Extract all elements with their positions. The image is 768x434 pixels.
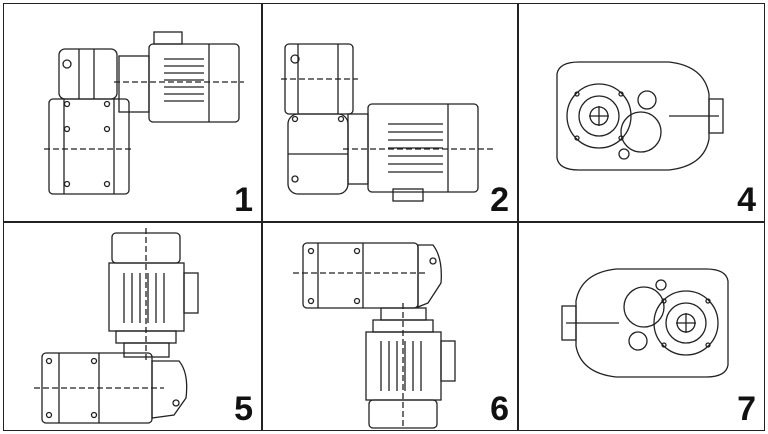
panel-number: 7 — [737, 390, 756, 428]
panel-number: 2 — [490, 181, 509, 219]
panel-1: 1 — [3, 3, 262, 222]
panel-number: 6 — [490, 390, 509, 428]
panel-number: 5 — [234, 390, 253, 428]
gearmotor-drawing-4 — [556, 61, 724, 171]
panel-7: 7 — [518, 222, 765, 431]
panel-number: 1 — [234, 181, 253, 219]
gearmotor-drawing-2 — [281, 43, 493, 202]
gearmotor-drawing-5 — [34, 228, 199, 424]
panel-5: 5 — [3, 222, 262, 431]
gearmotor-drawing-1 — [44, 31, 244, 195]
panel-2: 2 — [262, 3, 518, 222]
gearmotor-drawing-6 — [293, 242, 456, 429]
gearmotor-drawing-7 — [561, 268, 729, 378]
panel-number: 4 — [737, 181, 756, 219]
panel-4: 4 — [518, 3, 765, 222]
panel-6: 6 — [262, 222, 518, 431]
